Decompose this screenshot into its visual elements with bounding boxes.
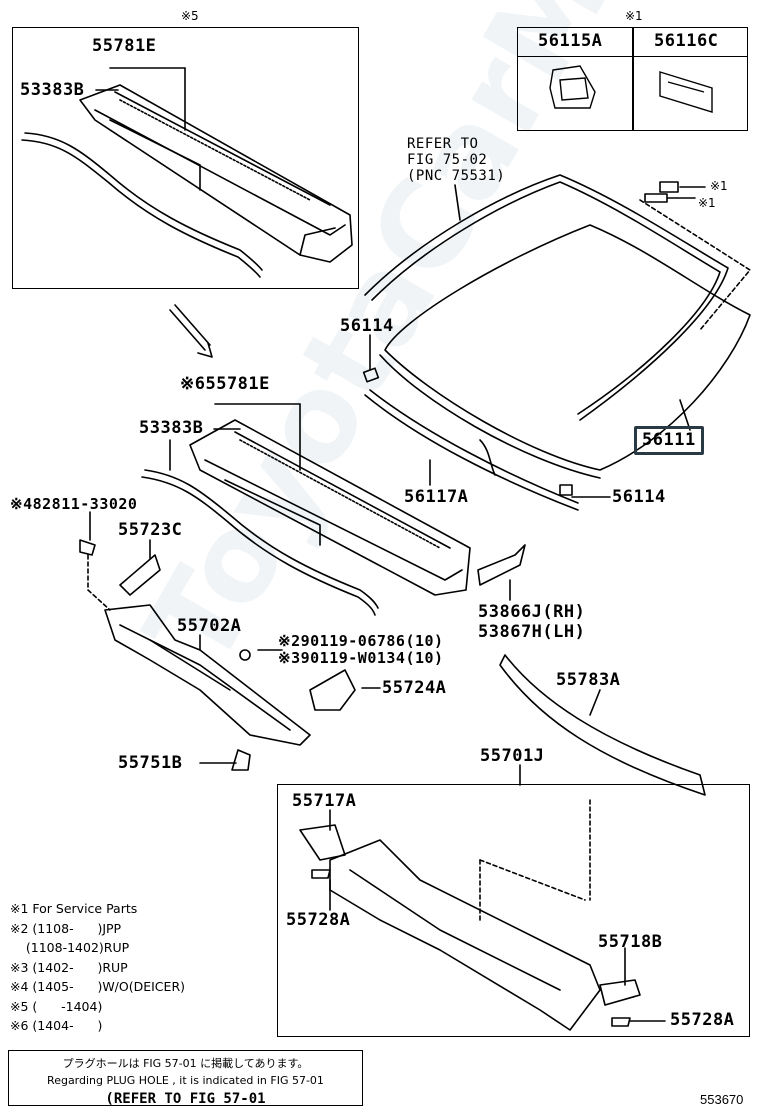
part-82811-33020[interactable]: ※482811-33020 xyxy=(10,495,138,513)
part-55781E-top[interactable]: 55781E xyxy=(92,36,157,56)
part-55751B[interactable]: 55751B xyxy=(118,753,183,773)
part-55723C[interactable]: 55723C xyxy=(118,520,183,540)
diagram-id: 553670 xyxy=(700,1092,744,1107)
mark-1: ※1 xyxy=(625,9,643,23)
cowl-seal-mid-drawing xyxy=(141,469,379,616)
part-53383B-top[interactable]: 53383B xyxy=(20,80,85,100)
part-56114-bottom[interactable]: 56114 xyxy=(612,487,666,507)
part-55783A[interactable]: 55783A xyxy=(556,670,621,690)
side-seal-piece-drawing xyxy=(477,544,526,586)
part-55728A-right[interactable]: 55728A xyxy=(670,1010,735,1030)
part-55717A[interactable]: 55717A xyxy=(292,791,357,811)
legend-line: (1108-1402)RUP xyxy=(10,940,130,955)
part-53866J[interactable]: 53866J(RH) xyxy=(478,602,586,622)
legend-line: ※4 (1405- )W/O(DEICER) xyxy=(10,979,185,994)
part-55728A-left[interactable]: 55728A xyxy=(286,910,351,930)
cowl-seal-top-drawing xyxy=(21,132,263,278)
note-refer-link[interactable]: (REFER TO FIG 57-01 xyxy=(105,1091,266,1107)
dashed-leader-clip xyxy=(639,199,751,331)
service-clip-table xyxy=(517,27,748,131)
part-55718B[interactable]: 55718B xyxy=(598,932,663,952)
legend: ※1 For Service Parts ※2 (1108- )JPP (110… xyxy=(10,901,185,1038)
note-japanese: プラグホールは FIG 57-01 に掲載してあります。 xyxy=(62,1057,309,1070)
legend-line: ※2 (1108- )JPP xyxy=(10,920,122,936)
mark-5: ※5 xyxy=(181,9,199,23)
bracket-cluster-drawing xyxy=(79,539,356,771)
plug-hole-note: プラグホールは FIG 57-01 に掲載してあります。 Regarding P… xyxy=(8,1050,363,1107)
cowl-panel-top-drawing xyxy=(79,84,353,263)
refer-line-3: (PNC 75531) xyxy=(407,168,506,184)
cowl-brace-box xyxy=(277,784,750,1037)
part-55724A[interactable]: 55724A xyxy=(382,678,447,698)
windshield-moulding-drawing xyxy=(364,174,729,421)
part-53383B-mid[interactable]: 53383B xyxy=(139,418,204,438)
service-mark-1a: ※1 xyxy=(710,179,728,193)
part-55702A[interactable]: 55702A xyxy=(177,616,242,636)
part-90119-06786[interactable]: ※290119-06786(10) xyxy=(278,632,444,650)
part-55781E-mid[interactable]: ※655781E xyxy=(180,374,270,394)
dam-lower-drawing xyxy=(364,394,579,511)
part-56117A[interactable]: 56117A xyxy=(404,487,469,507)
windshield-glass-drawing xyxy=(379,224,751,479)
refer-line-2: FIG 75-02 xyxy=(407,152,488,168)
refer-line-1: REFER TO xyxy=(407,136,479,152)
part-53867H[interactable]: 53867H(LH) xyxy=(478,622,586,642)
pre-1404-cowl-box xyxy=(12,27,359,289)
note-english: Regarding PLUG HOLE , it is indicated in… xyxy=(47,1074,324,1087)
legend-line: ※1 For Service Parts xyxy=(10,901,138,916)
part-55701J[interactable]: 55701J xyxy=(480,746,545,766)
part-56114-top[interactable]: 56114 xyxy=(340,316,394,336)
weatherstrip-drawing xyxy=(499,654,706,796)
cowl-panel-mid-drawing xyxy=(189,419,471,596)
clip-icons xyxy=(549,65,713,113)
service-mark-1b: ※1 xyxy=(698,196,716,210)
legend-line: ※6 (1404- ) xyxy=(10,1018,103,1033)
cowl-brace-drawing xyxy=(299,824,641,1031)
part-56111-highlighted[interactable]: 56111 xyxy=(634,426,704,455)
clip-header-56116C[interactable]: 56116C xyxy=(654,31,719,51)
part-90119-W0134[interactable]: ※390119-W0134(10) xyxy=(278,649,444,667)
legend-line: ※3 (1402- )RUP xyxy=(10,959,128,975)
legend-line: ※5 ( -1404) xyxy=(10,998,103,1014)
clip-header-56115A[interactable]: 56115A xyxy=(538,31,603,51)
